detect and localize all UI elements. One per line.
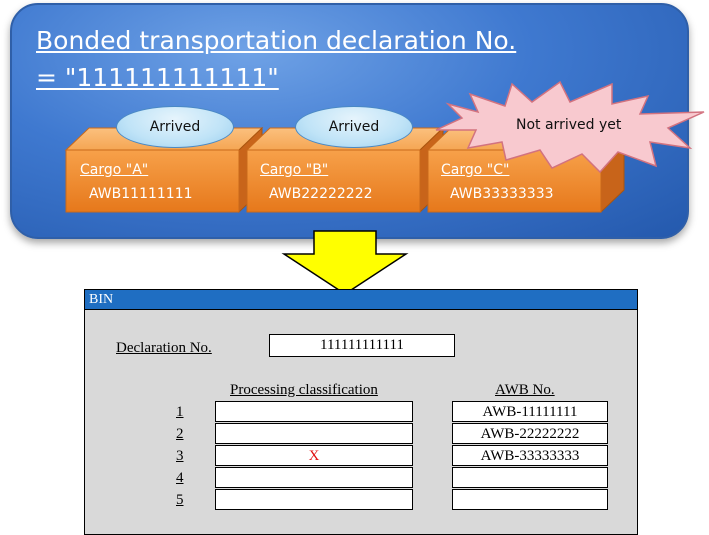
processing-field-3[interactable]: X [215, 445, 413, 466]
cargo-c-awb: AWB33333333 [450, 186, 554, 202]
awb-field-1[interactable]: AWB-11111111 [452, 401, 608, 422]
cargo-b-awb: AWB22222222 [269, 186, 373, 202]
declaration-number: = "111111111111" [36, 63, 279, 92]
bin-titlebar: BIN [85, 290, 637, 310]
declaration-no-label: Declaration No. [116, 340, 212, 356]
declaration-title: Bonded transportation declaration No. [36, 26, 517, 55]
declaration-no-field[interactable]: 111111111111 [269, 334, 455, 357]
row-number: 4 [176, 470, 184, 486]
row-number: 3 [176, 448, 184, 464]
cargo-a-label: Cargo "A" [80, 162, 149, 178]
awb-no-column: AWB-11111111 AWB-22222222 AWB-33333333 [452, 401, 608, 511]
row-number: 1 [176, 404, 184, 420]
status-badge-b: Arrived [295, 106, 413, 148]
awb-field-5[interactable] [452, 489, 608, 510]
status-a-text: Arrived [149, 119, 201, 135]
processing-classification-header: Processing classification [230, 382, 378, 398]
processing-field-1[interactable] [215, 401, 413, 422]
awb-no-header: AWB No. [495, 382, 555, 398]
processing-field-2[interactable] [215, 423, 413, 444]
status-badge-a: Arrived [116, 106, 234, 148]
cargo-a-awb: AWB11111111 [89, 186, 193, 202]
row-number: 5 [176, 492, 184, 508]
cargo-b-label: Cargo "B" [260, 162, 329, 178]
row-number: 2 [176, 426, 184, 442]
processing-classification-column: X [215, 401, 413, 511]
status-b-text: Arrived [328, 119, 380, 135]
down-arrow-icon [281, 230, 409, 295]
awb-field-3[interactable]: AWB-33333333 [452, 445, 608, 466]
awb-field-4[interactable] [452, 467, 608, 488]
status-c-text: Not arrived yet [516, 117, 622, 133]
awb-field-2[interactable]: AWB-22222222 [452, 423, 608, 444]
bin-window: BIN Declaration No. 111111111111 Process… [84, 289, 638, 535]
cargo-c-label: Cargo "C" [441, 162, 510, 178]
processing-field-4[interactable] [215, 467, 413, 488]
starburst-shape [435, 80, 705, 174]
processing-field-5[interactable] [215, 489, 413, 510]
